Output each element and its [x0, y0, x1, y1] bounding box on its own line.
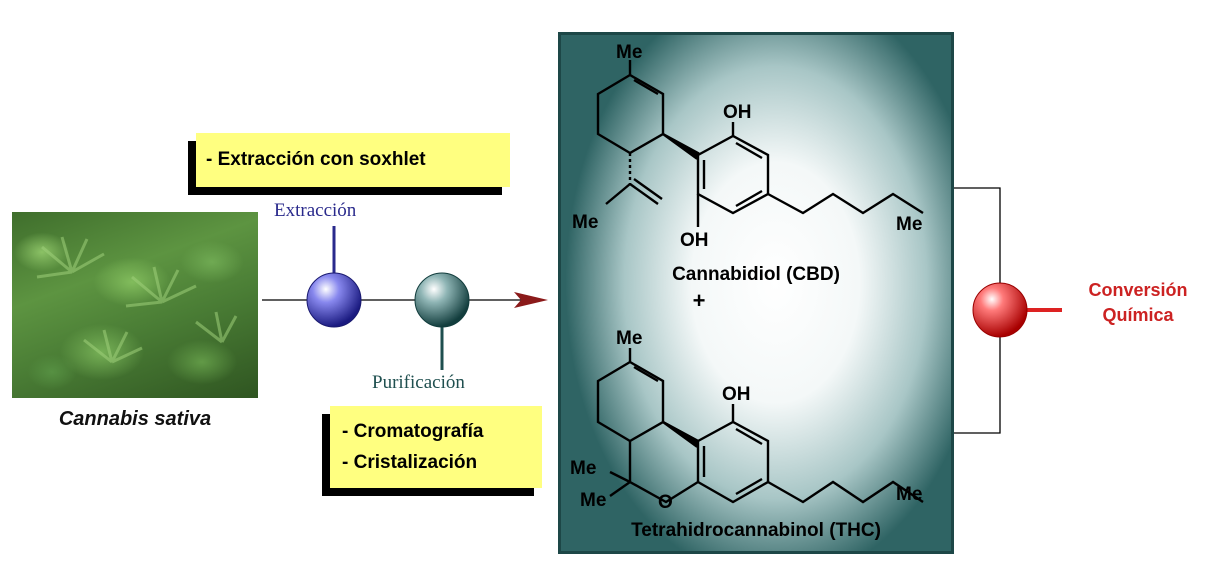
- cbd-me-left: Me: [572, 212, 598, 233]
- thc-oh: OH: [722, 384, 751, 405]
- cbd-isopropenyl-double: [633, 178, 663, 200]
- conversion-label-line1: Conversión: [1088, 280, 1188, 300]
- thc-ring-a: [596, 360, 665, 443]
- purification-method-2: - Cristalización: [342, 452, 478, 473]
- cbd-wedge: [662, 132, 700, 160]
- thc-aryl-db2: [735, 427, 763, 446]
- cbd-me-top: Me: [616, 42, 642, 63]
- thc-o-ring: O: [658, 492, 673, 513]
- conversion-label: Conversión Química: [1060, 278, 1216, 328]
- cbd-isopropenyl-bond: [629, 183, 659, 205]
- molecules-structures: Me OH Me OH Me Cannabidiol (CBD) + Me OH…: [570, 42, 924, 541]
- purification-node: [414, 272, 470, 328]
- cbd-me-chain: Me: [896, 214, 922, 235]
- thc-aryl-db3: [735, 477, 763, 496]
- purification-label: Purificación: [372, 372, 465, 393]
- cbd-oh-top: OH: [723, 102, 752, 123]
- thc-ring-a-double: [633, 365, 659, 383]
- cannabis-plant-photo: [12, 212, 258, 398]
- cbd-aryl: [696, 134, 770, 215]
- thc-me-gem2: Me: [580, 490, 606, 511]
- plus-sign: +: [693, 288, 706, 313]
- thc-me-top: Me: [616, 328, 642, 349]
- cbd-ring: [596, 73, 665, 155]
- cbd-ring-double-bond: [633, 78, 659, 96]
- extraction-method-box: - Extracción con soxhlet: [196, 133, 510, 187]
- thc-wedge: [662, 420, 700, 448]
- plant-caption: Cannabis sativa: [58, 408, 212, 430]
- cbd-oh-bottom: OH: [680, 230, 709, 251]
- cbd-chain: [767, 192, 924, 215]
- cbd-name: Cannabidiol (CBD): [672, 264, 840, 285]
- cbd-aryl-db2: [735, 141, 763, 160]
- purification-methods-box: - Cromatografía - Cristalización: [330, 406, 542, 488]
- thc-chain: [767, 480, 924, 504]
- purification-method-1: - Cromatografía: [342, 421, 484, 442]
- conversion-node: [972, 282, 1028, 338]
- thc-me-chain: Me: [896, 484, 922, 505]
- thc-name: Tetrahidrocannabinol (THC): [631, 520, 881, 541]
- conversion-label-line2: Química: [1102, 305, 1174, 325]
- thc-gem-me1-bond: [609, 470, 631, 484]
- cbd-aryl-db3: [735, 189, 763, 208]
- extraction-label: Extracción: [274, 200, 357, 221]
- thc-me-gem1: Me: [570, 458, 596, 479]
- extraction-node: [306, 272, 362, 328]
- molecules-panel: [558, 32, 954, 554]
- extraction-method-text: - Extracción con soxhlet: [206, 149, 426, 170]
- leaf-pattern: [36, 236, 238, 364]
- process-arrow-head: [514, 292, 548, 308]
- thc-gem-me2-bond: [609, 481, 631, 497]
- cbd-isopropenyl-me-bond: [605, 183, 631, 205]
- thc-aryl: [697, 420, 770, 504]
